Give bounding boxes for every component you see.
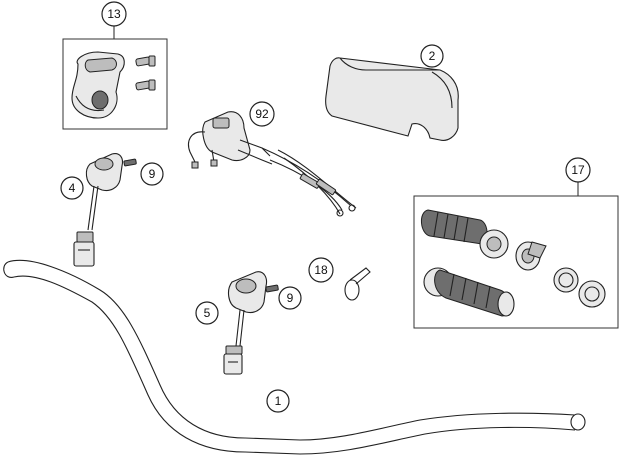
callout-9-upper: 9 <box>140 162 164 186</box>
callout-4-label: 4 <box>69 181 76 195</box>
callout-5: 5 <box>195 301 219 325</box>
callout-92-label: 92 <box>255 107 269 121</box>
callout-92: 92 <box>249 101 275 127</box>
part-13-group <box>62 26 168 130</box>
callout-1-label: 1 <box>275 394 282 408</box>
handlebar-part <box>3 259 586 455</box>
left-switch-part <box>73 153 137 267</box>
cable-tie-part <box>344 267 371 301</box>
callout-13: 13 <box>101 1 127 27</box>
right-switch-part <box>223 271 279 375</box>
callout-2: 2 <box>420 44 444 68</box>
callout-18-label: 18 <box>314 263 328 277</box>
callout-17: 17 <box>565 157 591 183</box>
callout-13-label: 13 <box>107 7 121 21</box>
callout-2-label: 2 <box>429 49 436 63</box>
callout-17-label: 17 <box>571 163 585 177</box>
callout-5-label: 5 <box>204 306 211 320</box>
callout-9-lower-label: 9 <box>287 291 294 305</box>
grip-set-group <box>413 182 619 329</box>
callout-1: 1 <box>266 389 290 413</box>
callout-4: 4 <box>60 176 84 200</box>
callout-9-lower: 9 <box>278 286 302 310</box>
callout-9-upper-label: 9 <box>149 167 156 181</box>
handlebar-pad-part <box>325 57 459 141</box>
throttle-assembly-part <box>187 111 357 217</box>
callout-18: 18 <box>308 257 334 283</box>
